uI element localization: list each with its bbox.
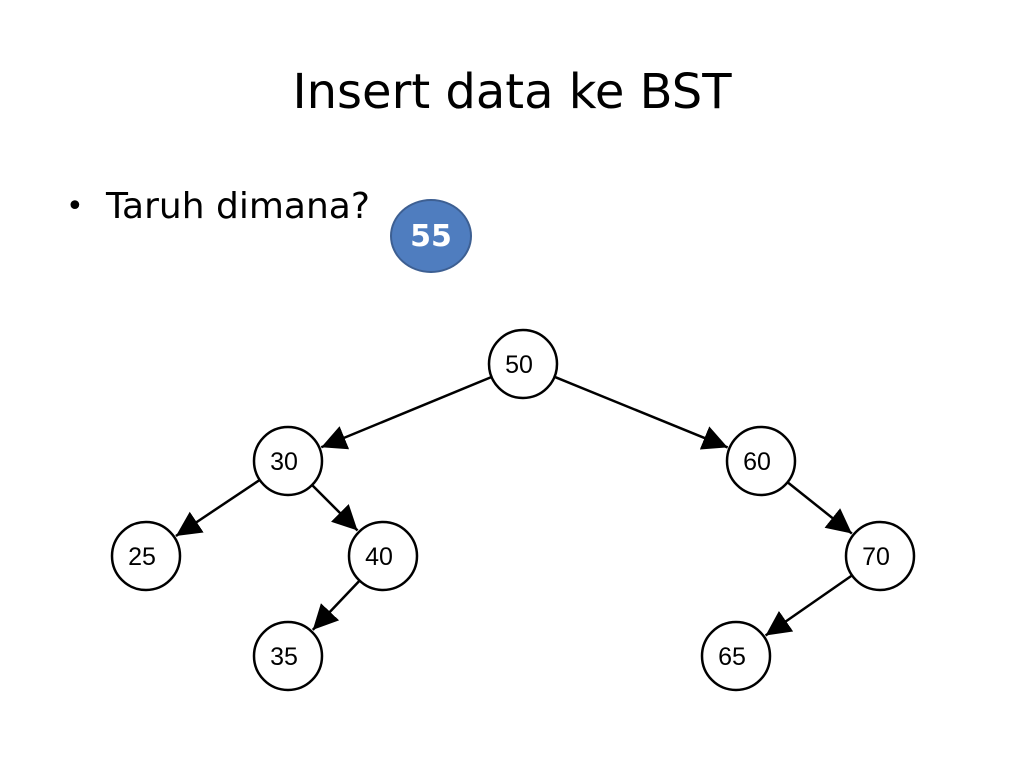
insert-value-label: 55 <box>410 218 452 254</box>
tree-node-label: 25 <box>128 543 156 571</box>
tree-node-circle <box>844 520 916 592</box>
bullet-dot-icon: • <box>66 189 84 224</box>
insert-value-node: 55 <box>390 199 472 273</box>
tree-node-label: 60 <box>743 448 771 476</box>
tree-node-25: 25 <box>110 520 182 592</box>
tree-node-circle <box>110 520 182 592</box>
tree-node-label: 30 <box>270 448 298 476</box>
tree-node-circle <box>347 520 419 592</box>
tree-node-label: 40 <box>365 543 393 571</box>
tree-node-40: 40 <box>347 520 419 592</box>
tree-node-label: 35 <box>270 643 298 671</box>
tree-node-circle <box>700 620 772 692</box>
tree-node-70: 70 <box>844 520 916 592</box>
bullet-text: Taruh dimana? <box>106 186 370 227</box>
edge-50-30 <box>320 375 493 450</box>
tree-node-50: 50 <box>487 328 559 400</box>
tree-node-35: 35 <box>252 620 324 692</box>
tree-node-circle <box>487 328 559 400</box>
tree-node-circle <box>252 425 324 497</box>
edge-30-40 <box>311 484 359 532</box>
edge-layer <box>175 375 853 637</box>
slide-title: Insert data ke BST <box>292 64 732 120</box>
tree-node-60: 60 <box>725 425 797 497</box>
tree-node-label: 70 <box>862 543 890 571</box>
edge-70-65 <box>764 574 853 637</box>
edge-40-35 <box>311 579 361 631</box>
tree-node-65: 65 <box>700 620 772 692</box>
tree-node-circle <box>252 620 324 692</box>
edge-50-60 <box>554 375 729 450</box>
tree-node-circle <box>725 425 797 497</box>
node-layer: 50 30 60 25 40 70 35 65 <box>110 328 916 692</box>
bullet-item: • Taruh dimana? <box>66 186 370 227</box>
tree-node-label: 50 <box>505 351 533 379</box>
tree-node-label: 65 <box>718 643 746 671</box>
edge-60-70 <box>786 481 853 535</box>
tree-node-30: 30 <box>252 425 324 497</box>
edge-30-25 <box>175 478 261 538</box>
